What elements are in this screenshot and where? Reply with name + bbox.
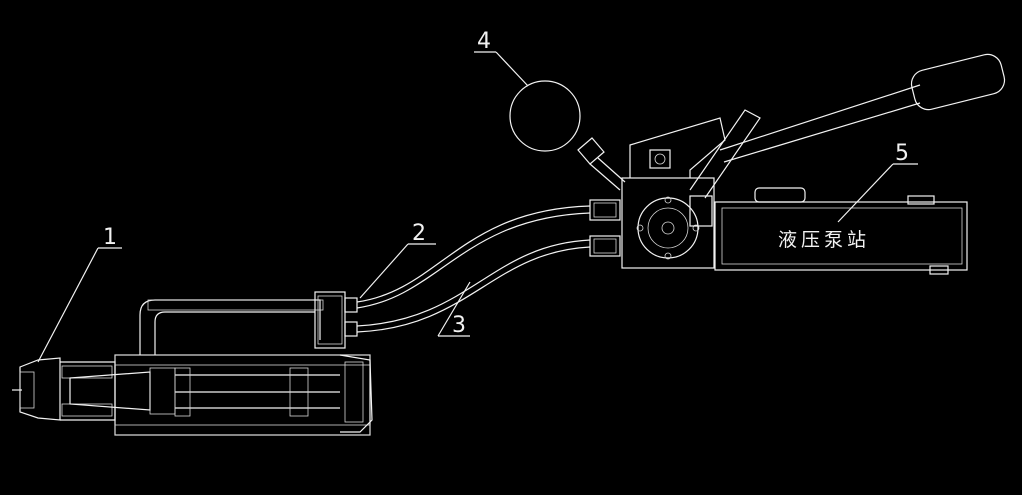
callout-4: 4 (474, 29, 529, 87)
callout-2: 2 (359, 221, 436, 299)
callout-5-number: 5 (895, 141, 909, 166)
callout-3-number: 3 (452, 313, 466, 338)
hydraulic-cylinder-tool (12, 291, 373, 436)
hand-pump-station: 液压泵站 (577, 53, 1006, 275)
callout-5: 5 (837, 141, 918, 223)
pressure-gauge (509, 80, 581, 152)
pump-station-label: 液压泵站 (778, 229, 870, 251)
hydraulic-hoses (356, 205, 591, 333)
callout-4-number: 4 (477, 29, 491, 54)
callout-3: 3 (437, 281, 471, 338)
callout-2-number: 2 (412, 221, 426, 246)
gauge-dial (509, 80, 581, 152)
callout-1: 1 (37, 225, 122, 363)
callout-1-number: 1 (103, 225, 117, 250)
